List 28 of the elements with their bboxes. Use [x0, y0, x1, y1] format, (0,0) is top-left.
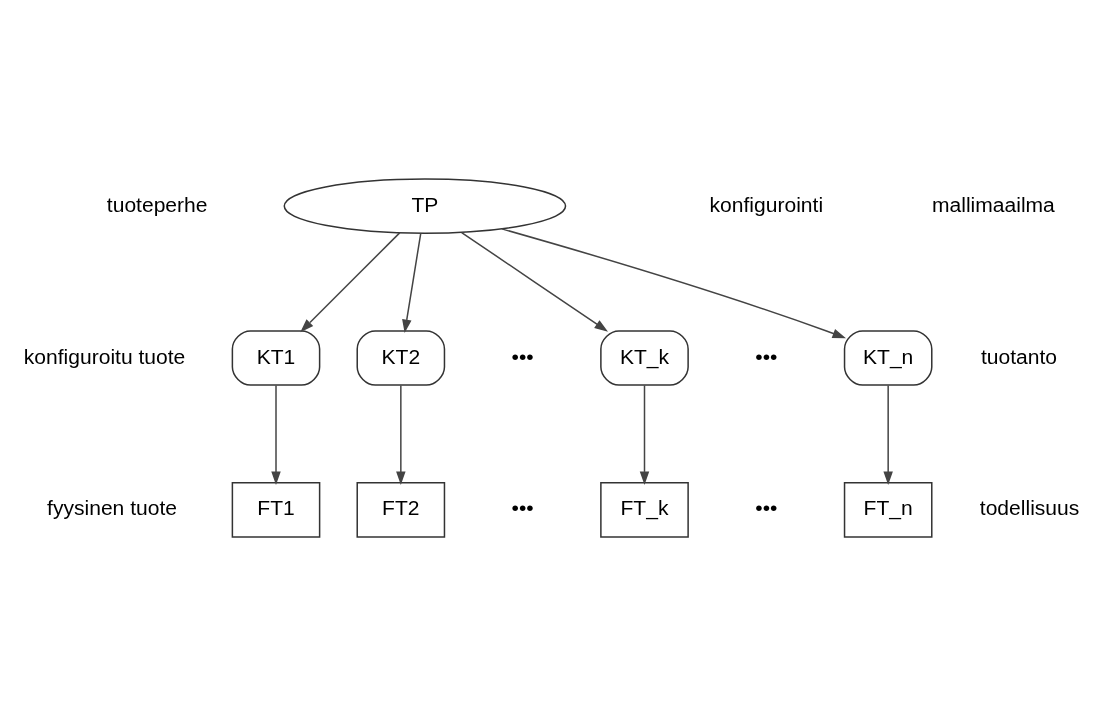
- label: todellisuus: [979, 495, 1080, 519]
- arrow: [460, 231, 609, 332]
- node-box: FT_n: [843, 481, 933, 538]
- label: konfigurointi: [709, 192, 824, 216]
- node-box: KT_n: [843, 329, 933, 386]
- label: •••: [511, 344, 534, 368]
- arrow: [639, 384, 650, 485]
- label: tuotanto: [980, 344, 1058, 368]
- label: tuoteperhe: [106, 192, 208, 216]
- node-ellipse: TP: [283, 177, 567, 234]
- node-box: FT2: [356, 481, 446, 538]
- node-box: KT1: [231, 329, 321, 386]
- label: fyysinen tuote: [47, 495, 177, 519]
- arrow: [396, 384, 406, 485]
- arrow: [402, 232, 422, 333]
- arrow: [501, 227, 846, 338]
- node-box: KT2: [356, 329, 446, 386]
- node-box: FT_k: [600, 481, 689, 538]
- label: •••: [755, 495, 778, 519]
- label: mallimaailma: [932, 192, 1055, 216]
- node-box: FT1: [231, 481, 321, 538]
- arrow: [271, 384, 281, 485]
- arrow: [883, 384, 893, 485]
- label: •••: [755, 344, 778, 368]
- label: konfiguroitu tuote: [23, 344, 186, 368]
- arrow: [300, 231, 401, 332]
- label: •••: [511, 495, 534, 519]
- node-box: KT_k: [600, 329, 689, 386]
